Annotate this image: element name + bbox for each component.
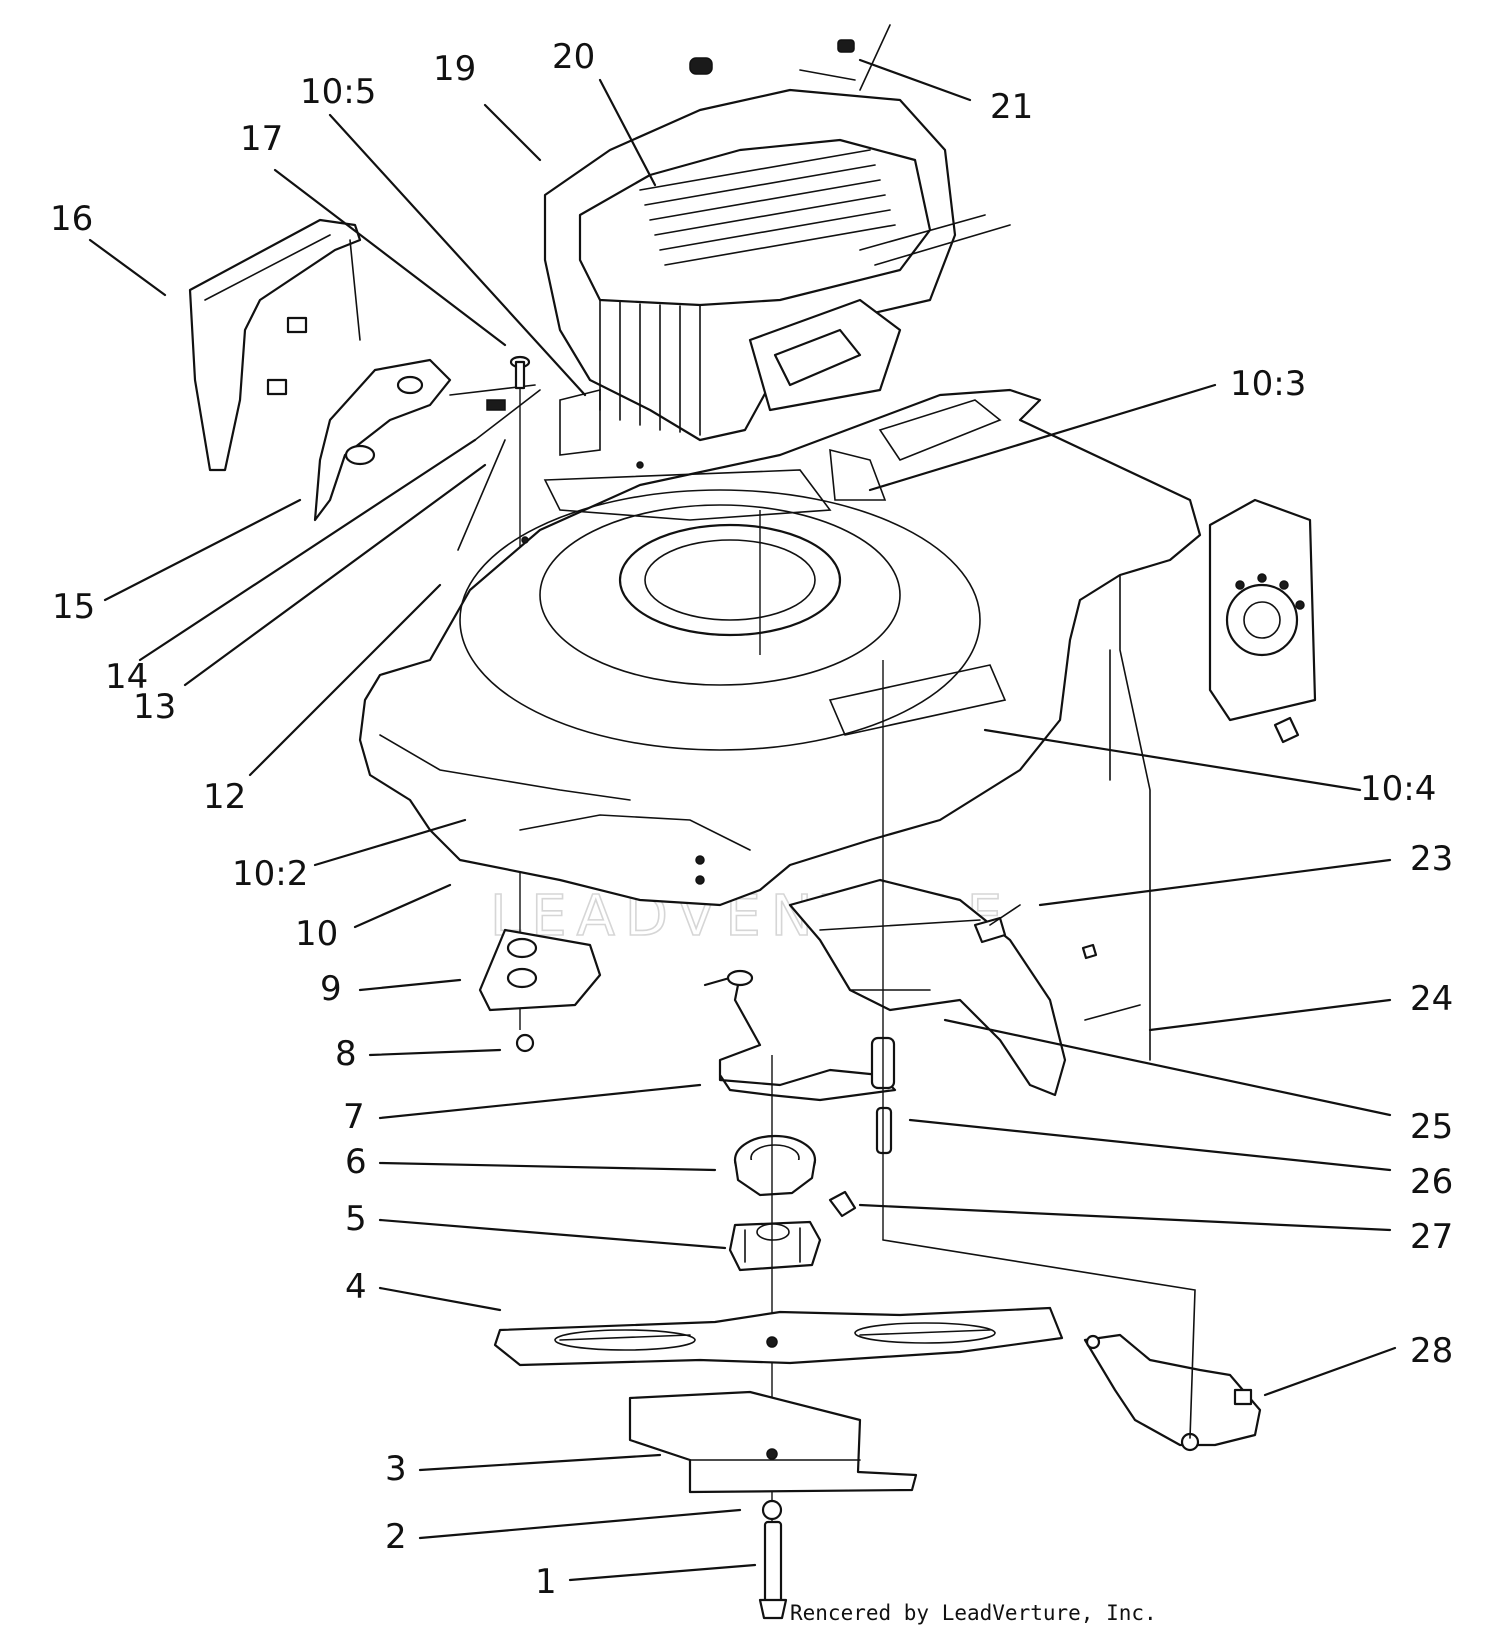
callout-21: 21 xyxy=(990,87,1033,127)
bracket-9 xyxy=(478,928,602,1053)
callout-10: 10 xyxy=(295,914,338,954)
rear-door xyxy=(313,358,541,551)
callout-4: 4 xyxy=(345,1267,367,1307)
bearing-6 xyxy=(733,1134,817,1197)
callout-26: 26 xyxy=(1410,1162,1453,1202)
callout-12: 12 xyxy=(203,777,246,817)
callout-24: 24 xyxy=(1410,979,1453,1019)
callout-25: 25 xyxy=(1410,1107,1453,1147)
callout-17: 17 xyxy=(240,119,283,159)
blade-3 xyxy=(628,1390,918,1494)
callout-1: 1 xyxy=(535,1562,557,1602)
screw-27 xyxy=(828,1190,857,1218)
wheel-bracket xyxy=(1208,498,1317,744)
callout-7: 7 xyxy=(343,1097,365,1137)
callout-10-2: 10:2 xyxy=(232,854,308,894)
callout-19: 19 xyxy=(433,49,476,89)
callout-9: 9 xyxy=(320,969,342,1009)
blade-4 xyxy=(493,1306,1064,1367)
callout-5: 5 xyxy=(345,1199,367,1239)
callout-2: 2 xyxy=(385,1517,407,1557)
callout-28: 28 xyxy=(1410,1331,1453,1371)
engine xyxy=(543,24,1011,442)
bolt-1 xyxy=(758,1520,788,1620)
nut-2 xyxy=(761,1499,783,1521)
callout-3: 3 xyxy=(385,1449,407,1489)
callout-10-4: 10:4 xyxy=(1360,769,1436,809)
grass-bag-frame xyxy=(188,218,362,472)
adapter-5 xyxy=(728,1220,822,1272)
callout-8: 8 xyxy=(335,1034,357,1074)
bolt-26 xyxy=(870,660,896,1240)
mower-deck xyxy=(358,388,1202,1061)
callout-labels: 1 2 3 4 5 6 7 8 9 10 10:2 10:3 10:4 10:5… xyxy=(50,37,1453,1602)
callout-13: 13 xyxy=(133,687,176,727)
callout-16: 16 xyxy=(50,199,93,239)
callout-10-5: 10:5 xyxy=(300,72,376,112)
mulch-plug-28 xyxy=(882,1239,1262,1452)
callout-14: 14 xyxy=(105,657,148,697)
callout-27: 27 xyxy=(1410,1217,1453,1257)
credit-text: Rencered by LeadVerture, Inc. xyxy=(790,1601,1157,1625)
callout-23: 23 xyxy=(1410,839,1453,879)
callout-6: 6 xyxy=(345,1142,367,1182)
callout-10-3: 10:3 xyxy=(1230,364,1306,404)
callout-20: 20 xyxy=(552,37,595,77)
callout-15: 15 xyxy=(52,587,95,627)
side-chute xyxy=(788,878,1141,1097)
leader-lines xyxy=(88,58,1397,1582)
